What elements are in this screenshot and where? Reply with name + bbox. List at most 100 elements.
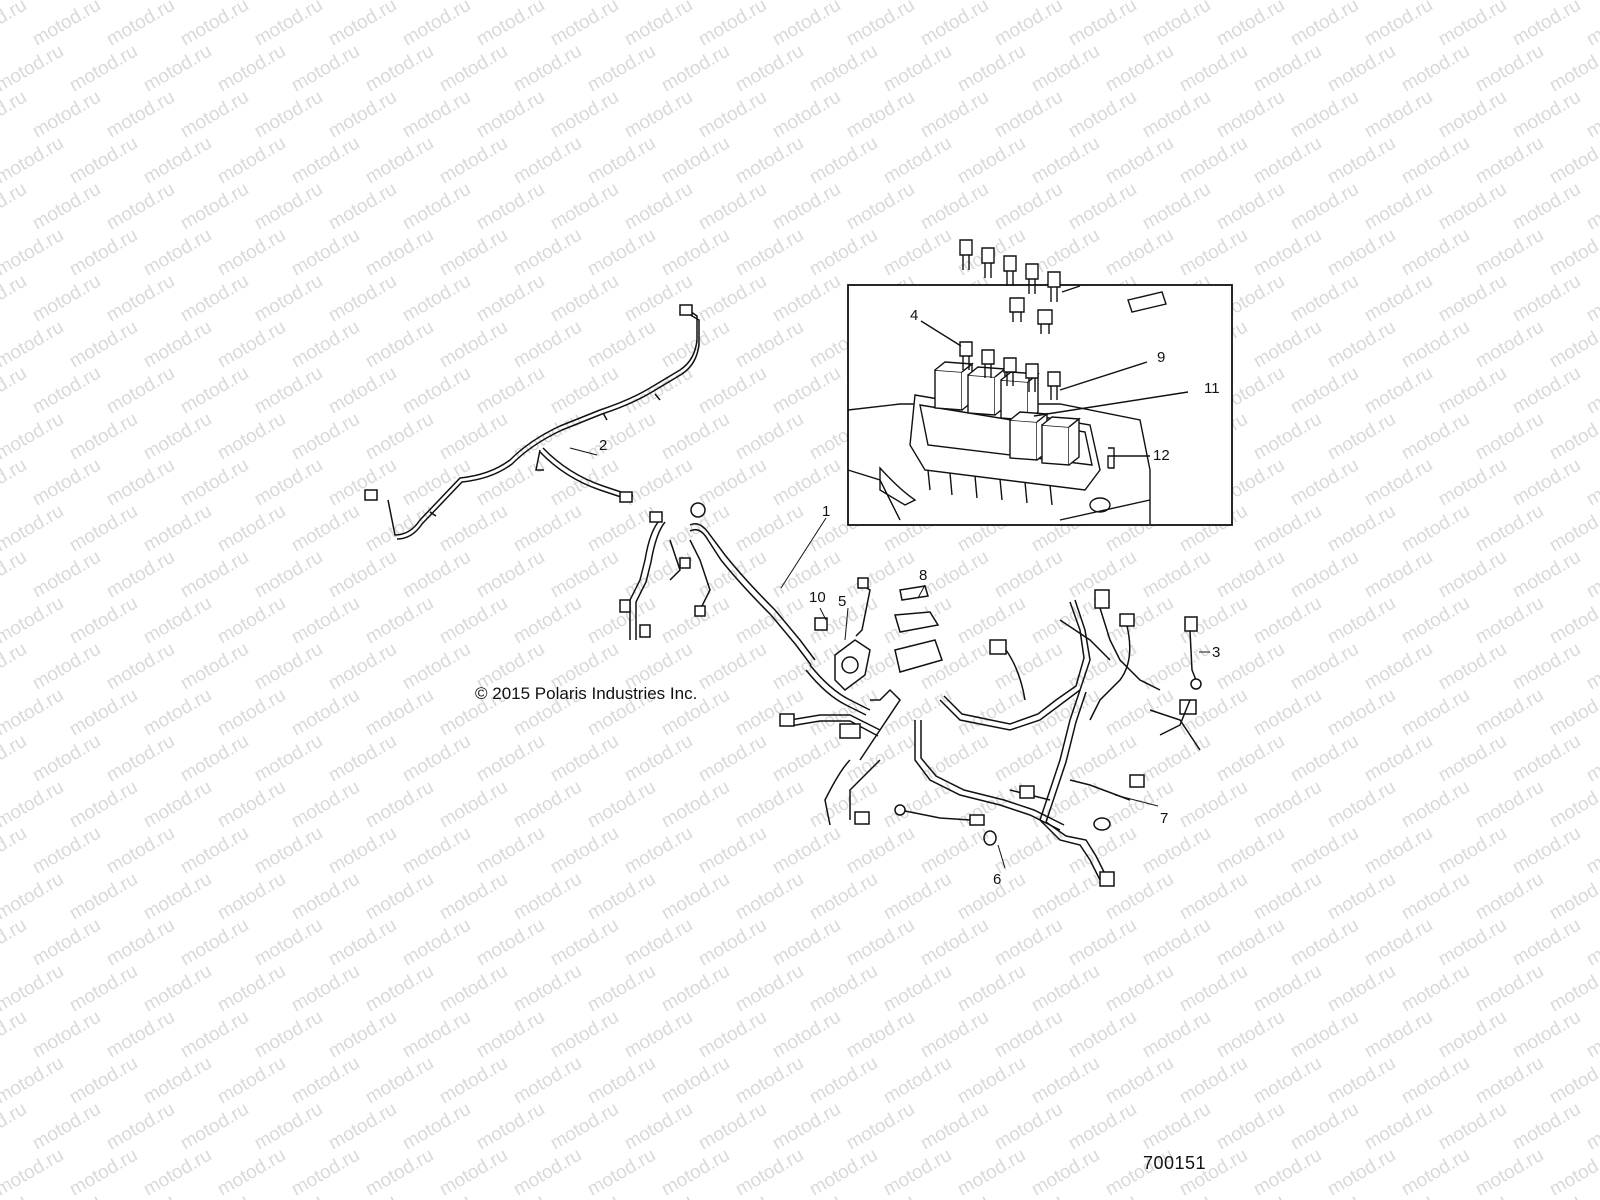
watermark-text: motod.ru <box>621 1007 696 1063</box>
watermark-text: motod.ru <box>436 961 511 1017</box>
watermark-text: motod.ru <box>547 179 622 235</box>
watermark-text: motod.ru <box>177 455 252 511</box>
watermark-text: motod.ru <box>1361 639 1436 695</box>
watermark-text: motod.ru <box>1065 731 1140 787</box>
watermark-text: motod.ru <box>991 0 1066 50</box>
watermark-text: motod.ru <box>214 777 289 833</box>
watermark-text: motod.ru <box>1139 547 1214 603</box>
watermark-text: motod.ru <box>288 1145 363 1200</box>
watermark-text: motod.ru <box>0 455 30 511</box>
watermark-text: motod.ru <box>584 1053 659 1109</box>
watermark-text: motod.ru <box>325 271 400 327</box>
watermark-text: motod.ru <box>214 869 289 925</box>
watermark-text: motod.ru <box>1250 961 1325 1017</box>
watermark-text: motod.ru <box>954 1053 1029 1109</box>
watermark-text: motod.ru <box>177 271 252 327</box>
watermark-text: motod.ru <box>103 1191 178 1200</box>
watermark-text: motod.ru <box>325 179 400 235</box>
watermark-text: motod.ru <box>177 1007 252 1063</box>
watermark-text: motod.ru <box>1583 1099 1600 1155</box>
watermark-text: motod.ru <box>436 869 511 925</box>
watermark-text: motod.ru <box>214 409 289 465</box>
watermark-text: motod.ru <box>103 363 178 419</box>
watermark-text: motod.ru <box>251 455 326 511</box>
watermark-text: motod.ru <box>1065 1007 1140 1063</box>
watermark-text: motod.ru <box>473 363 548 419</box>
watermark-text: motod.ru <box>806 133 881 189</box>
watermark-text: motod.ru <box>1324 225 1399 281</box>
watermark-text: motod.ru <box>1250 869 1325 925</box>
watermark-text: motod.ru <box>732 869 807 925</box>
watermark-text: motod.ru <box>473 179 548 235</box>
watermark-text: motod.ru <box>436 133 511 189</box>
watermark-text: motod.ru <box>954 133 1029 189</box>
watermark-text: motod.ru <box>1398 133 1473 189</box>
watermark-text: motod.ru <box>473 271 548 327</box>
watermark-text: motod.ru <box>399 363 474 419</box>
watermark-text: motod.ru <box>1361 87 1436 143</box>
watermark-text: motod.ru <box>547 363 622 419</box>
watermark-text: motod.ru <box>1250 777 1325 833</box>
watermark-text: motod.ru <box>954 961 1029 1017</box>
watermark-text: motod.ru <box>1435 1007 1510 1063</box>
watermark-text: motod.ru <box>991 1191 1066 1200</box>
watermark-text: motod.ru <box>325 87 400 143</box>
watermark-text: motod.ru <box>436 409 511 465</box>
watermark-text: motod.ru <box>1213 179 1288 235</box>
harness-1-main <box>619 502 1202 887</box>
watermark-text: motod.ru <box>103 0 178 50</box>
watermark-text: motod.ru <box>103 731 178 787</box>
watermark-text: motod.ru <box>140 777 215 833</box>
watermark-text: motod.ru <box>695 1099 770 1155</box>
watermark-text: motod.ru <box>66 41 141 97</box>
watermark-text: motod.ru <box>1398 869 1473 925</box>
watermark-text: motod.ru <box>251 87 326 143</box>
watermark-text: motod.ru <box>0 547 30 603</box>
watermark-text: motod.ru <box>917 547 992 603</box>
watermark-text: motod.ru <box>806 869 881 925</box>
watermark-text: motod.ru <box>917 87 992 143</box>
watermark-text: motod.ru <box>0 501 67 557</box>
watermark-text: motod.ru <box>325 1007 400 1063</box>
watermark-text: motod.ru <box>251 179 326 235</box>
watermark-text: motod.ru <box>991 1099 1066 1155</box>
watermark-text: motod.ru <box>0 961 67 1017</box>
watermark-text: motod.ru <box>0 41 67 97</box>
watermark-text: motod.ru <box>362 1053 437 1109</box>
watermark-text: motod.ru <box>1361 823 1436 879</box>
watermark-text: motod.ru <box>1176 777 1251 833</box>
watermark-text: motod.ru <box>214 225 289 281</box>
watermark-text: motod.ru <box>806 1145 881 1200</box>
watermark-text: motod.ru <box>1250 317 1325 373</box>
watermark-text: motod.ru <box>843 823 918 879</box>
watermark-text: motod.ru <box>29 0 104 50</box>
watermark-text: motod.ru <box>1287 547 1362 603</box>
watermark-text: motod.ru <box>288 777 363 833</box>
watermark-text: motod.ru <box>0 87 30 143</box>
watermark-text: motod.ru <box>806 41 881 97</box>
watermark-text: motod.ru <box>1398 1053 1473 1109</box>
watermark-text: motod.ru <box>251 363 326 419</box>
watermark-text: motod.ru <box>1213 547 1288 603</box>
watermark-text: motod.ru <box>880 869 955 925</box>
watermark-text: motod.ru <box>66 777 141 833</box>
watermark-text: motod.ru <box>917 915 992 971</box>
watermark-text: motod.ru <box>1435 1191 1510 1200</box>
watermark-text: motod.ru <box>1361 1007 1436 1063</box>
watermark-text: motod.ru <box>1509 731 1584 787</box>
watermark-text: motod.ru <box>1139 823 1214 879</box>
watermark-text: motod.ru <box>1102 225 1177 281</box>
watermark-text: motod.ru <box>510 41 585 97</box>
watermark-text: motod.ru <box>473 823 548 879</box>
watermark-text: motod.ru <box>1361 547 1436 603</box>
watermark-text: motod.ru <box>177 915 252 971</box>
watermark-text: motod.ru <box>1583 87 1600 143</box>
watermark-text: motod.ru <box>66 1145 141 1200</box>
watermark-text: motod.ru <box>1102 593 1177 649</box>
watermark-text: motod.ru <box>1361 363 1436 419</box>
watermark-text: motod.ru <box>1102 133 1177 189</box>
watermark-text: motod.ru <box>1583 823 1600 879</box>
watermark-text: motod.ru <box>436 1145 511 1200</box>
watermark-text: motod.ru <box>1472 41 1547 97</box>
watermark-text: motod.ru <box>1028 1053 1103 1109</box>
